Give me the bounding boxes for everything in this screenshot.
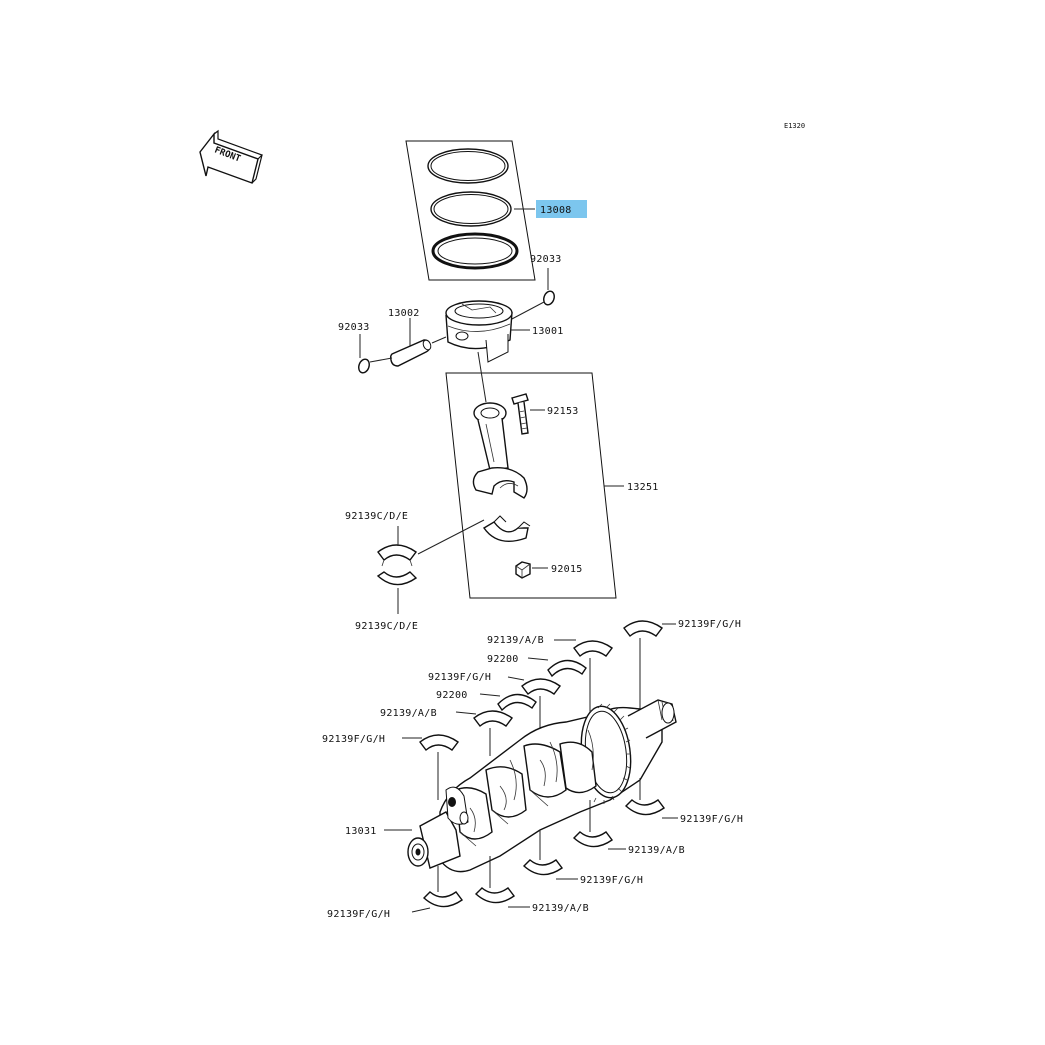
svg-text:92033: 92033	[338, 322, 370, 333]
part-label-13251[interactable]: 13251	[627, 482, 659, 493]
conrod-nut	[515, 561, 531, 579]
svg-text:92139/A/B: 92139/A/B	[628, 845, 685, 856]
part-label-13002[interactable]: 13002	[388, 308, 420, 319]
svg-text:13251: 13251	[627, 482, 659, 493]
part-label-13031[interactable]: 13031	[345, 826, 377, 837]
front-arrow-icon: FRONT	[199, 129, 264, 184]
conrod-bearing-lower	[376, 571, 418, 586]
part-label-92139ab-4[interactable]: 92139/A/B	[532, 903, 589, 914]
part-label-92139fgh-right-top[interactable]: 92139F/G/H	[678, 619, 741, 630]
part-label-13008[interactable]: 13008	[536, 200, 587, 218]
part-label-92033-left[interactable]: 92033	[338, 322, 370, 333]
part-label-92139fgh-2[interactable]: 92139F/G/H	[428, 672, 491, 683]
svg-text:92200: 92200	[487, 654, 519, 665]
svg-text:92139C/D/E: 92139C/D/E	[355, 621, 418, 632]
conrod-assembly-box	[445, 372, 617, 599]
part-label-92139cde-top[interactable]: 92139C/D/E	[345, 511, 408, 522]
svg-text:92139/A/B: 92139/A/B	[487, 635, 544, 646]
part-label-92139fgh-right-bottom[interactable]: 92139F/G/H	[680, 814, 743, 825]
svg-text:92139F/G/H: 92139F/G/H	[322, 734, 385, 745]
part-label-92153[interactable]: 92153	[547, 406, 579, 417]
piston-pin	[389, 339, 432, 367]
svg-text:92139F/G/H: 92139F/G/H	[580, 875, 643, 886]
part-label-92139cde-bottom[interactable]: 92139C/D/E	[355, 621, 418, 632]
svg-text:13008: 13008	[540, 205, 572, 216]
thrust-washer-2	[497, 693, 537, 712]
part-label-92139fgh-left[interactable]: 92139F/G/H	[322, 734, 385, 745]
svg-text:92139F/G/H: 92139F/G/H	[327, 909, 390, 920]
svg-text:92139F/G/H: 92139F/G/H	[678, 619, 741, 630]
svg-text:92139F/G/H: 92139F/G/H	[680, 814, 743, 825]
thrust-washer-1	[547, 659, 587, 678]
svg-text:92139F/G/H: 92139F/G/H	[428, 672, 491, 683]
connecting-rod	[472, 402, 528, 499]
main-bearing-fgh-3	[522, 859, 563, 876]
part-label-92139ab-3[interactable]: 92139/A/B	[628, 845, 685, 856]
part-label-13001[interactable]: 13001	[532, 326, 564, 337]
part-label-92033-right[interactable]: 92033	[530, 254, 562, 265]
svg-text:13001: 13001	[532, 326, 564, 337]
svg-text:92153: 92153	[547, 406, 579, 417]
main-bearing-ab-4	[474, 887, 515, 904]
part-label-92200-2[interactable]: 92200	[436, 690, 468, 701]
main-bearing-right-top	[623, 620, 663, 638]
part-label-92200-1[interactable]: 92200	[487, 654, 519, 665]
svg-text:13031: 13031	[345, 826, 377, 837]
svg-text:92139/A/B: 92139/A/B	[532, 903, 589, 914]
main-bearing-ab-2	[473, 710, 513, 728]
part-label-92139ab-1[interactable]: 92139/A/B	[487, 635, 544, 646]
circlip-left	[358, 358, 370, 374]
part-label-92139ab-2[interactable]: 92139/A/B	[380, 708, 437, 719]
conrod-bearing-upper	[377, 544, 417, 567]
svg-text:92015: 92015	[551, 564, 583, 575]
svg-text:13002: 13002	[388, 308, 420, 319]
part-label-92139fgh-3[interactable]: 92139F/G/H	[580, 875, 643, 886]
part-label-92015[interactable]: 92015	[551, 564, 583, 575]
conrod-bolt	[511, 393, 529, 435]
main-bearing-fgh-left	[419, 734, 459, 752]
main-bearing-fgh-bottom-left	[422, 891, 463, 908]
svg-text:92200: 92200	[436, 690, 468, 701]
diagram-id: E1320	[784, 122, 805, 130]
svg-text:92139C/D/E: 92139C/D/E	[345, 511, 408, 522]
circlip-right	[543, 290, 555, 306]
part-label-92139fgh-bottom-left[interactable]: 92139F/G/H	[327, 909, 390, 920]
main-bearing-right-bottom	[624, 799, 665, 816]
main-bearing-ab-1	[573, 640, 613, 658]
piston-ring-set	[405, 140, 536, 281]
svg-text:92033: 92033	[530, 254, 562, 265]
piston	[445, 300, 513, 363]
svg-text:92139/A/B: 92139/A/B	[380, 708, 437, 719]
main-bearing-ab-3	[572, 831, 613, 848]
main-bearing-fgh-2	[521, 678, 561, 696]
crankshaft	[407, 699, 677, 873]
conrod-cap	[482, 515, 531, 542]
